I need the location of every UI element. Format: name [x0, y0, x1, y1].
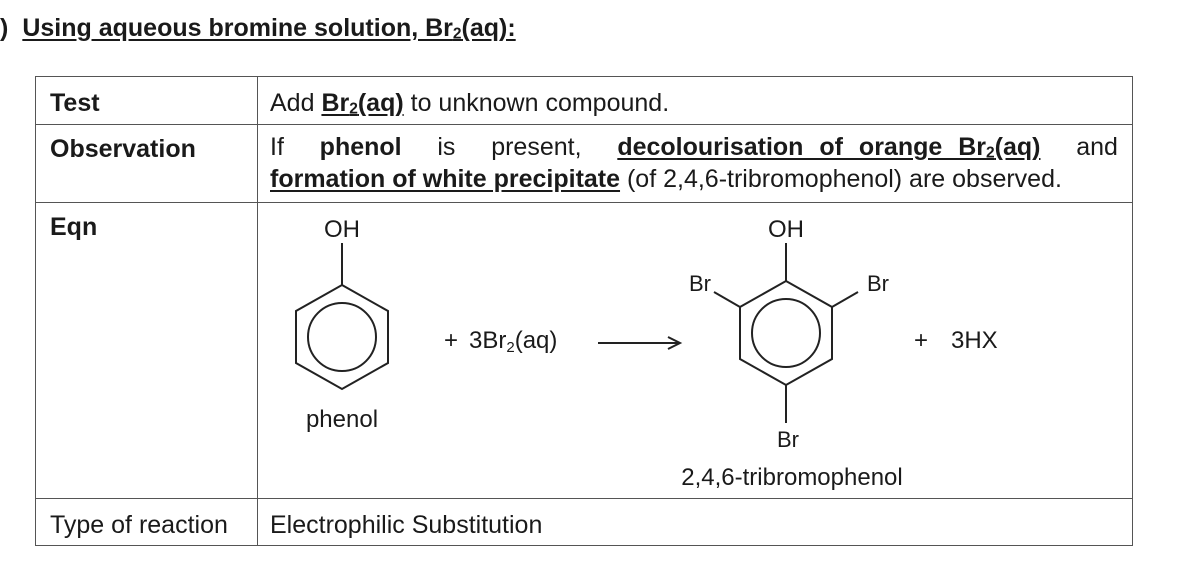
reactant-oh-label: OH	[324, 216, 360, 243]
reaction-equation: OH phenol + 3Br2(aq) OH Br Br Br 2,4,6-t…	[295, 216, 998, 491]
reaction-arrow	[598, 336, 683, 350]
reagent-formula: 3Br2(aq)	[469, 327, 557, 356]
product-oh-label: OH	[768, 216, 804, 243]
br-bond-left	[713, 291, 741, 308]
br-right-label: Br	[867, 271, 889, 296]
phenol-word: phenol	[319, 133, 402, 161]
bromine-test-table: Test Add Br2(aq) to unknown compound. Ob…	[35, 76, 1133, 546]
eqn-label: Eqn	[50, 213, 98, 241]
phenol-structure: OH phenol	[295, 216, 389, 433]
reactant-name: phenol	[306, 406, 378, 433]
br-bond-right	[831, 291, 859, 308]
observation-label: Observation	[50, 135, 196, 163]
observation-line-2: formation of white precipitate (of 2,4,6…	[270, 165, 1062, 193]
reagent-plus: +	[444, 327, 458, 354]
section-heading: ) Using aqueous bromine solution, Br2(aq)…	[0, 14, 516, 43]
row-divider	[36, 498, 1132, 499]
type-text: Electrophilic Substitution	[270, 511, 543, 539]
precipitate-phrase: formation of white precipitate	[270, 165, 621, 193]
observation-line-1: If phenol is present, decolourisation of…	[270, 133, 1118, 162]
tribromophenol-structure: OH Br Br Br 2,4,6-tribromophenol	[681, 216, 902, 491]
aromatic-circle	[307, 302, 377, 372]
benzene-ring	[739, 279, 833, 387]
heading-title: Using aqueous bromine solution, Br2(aq):	[22, 14, 516, 43]
column-divider	[257, 77, 258, 545]
br-left-label: Br	[689, 271, 711, 296]
byproduct-formula: 3HX	[951, 327, 998, 354]
decolourisation-phrase: decolourisation of orange Br2(aq)	[617, 133, 1041, 162]
byproduct-plus: +	[914, 327, 928, 354]
br-bottom-label: Br	[777, 427, 799, 452]
test-label: Test	[50, 89, 100, 117]
heading-paren: )	[0, 14, 9, 42]
row-divider	[36, 124, 1132, 125]
test-text: Add Br2(aq) to unknown compound.	[270, 89, 670, 118]
benzene-ring	[295, 283, 389, 391]
row-divider	[36, 202, 1132, 203]
type-label: Type of reaction	[50, 511, 228, 539]
aromatic-circle	[751, 298, 821, 368]
product-name: 2,4,6-tribromophenol	[681, 464, 902, 491]
test-reagent: Br2(aq)	[321, 89, 404, 118]
